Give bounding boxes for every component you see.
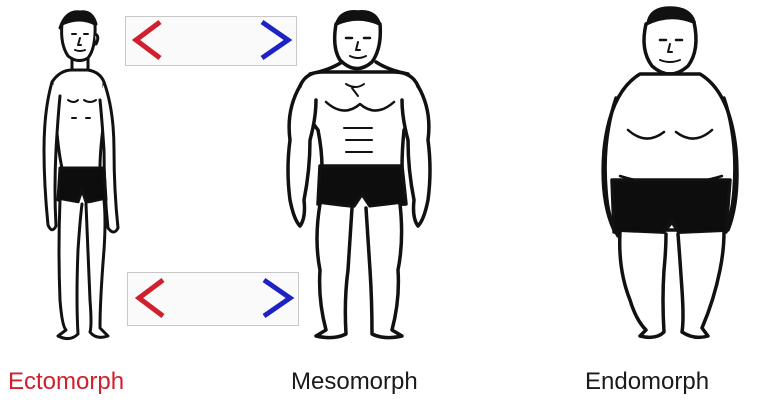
endomorph-label: Endomorph — [585, 367, 709, 397]
mesomorph-figure — [288, 12, 430, 338]
mesomorph-label: Mesomorph — [291, 367, 418, 397]
ectomorph-label: Ectomorph — [8, 367, 124, 397]
ectomorph-figure — [44, 12, 118, 339]
double-arrow-top — [136, 22, 288, 58]
double-arrow-bottom — [139, 280, 290, 316]
endomorph-figure — [603, 8, 737, 337]
